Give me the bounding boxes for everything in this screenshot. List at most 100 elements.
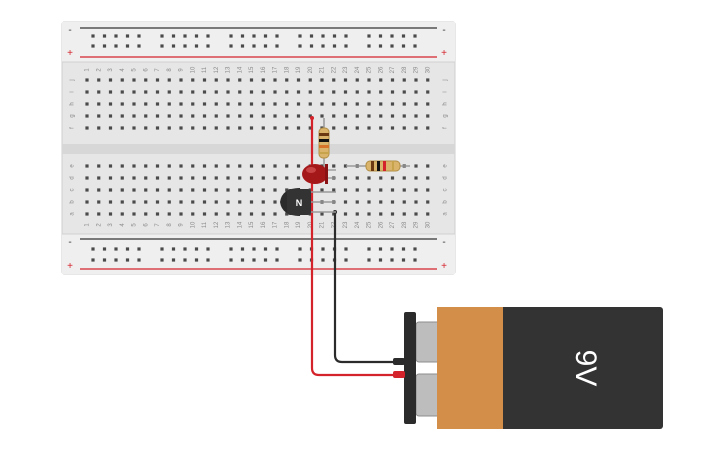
breadboard-hole[interactable] <box>114 44 118 48</box>
breadboard-hole[interactable] <box>226 102 230 106</box>
breadboard-hole[interactable] <box>379 90 383 94</box>
breadboard-hole[interactable] <box>167 200 171 204</box>
breadboard-hole[interactable] <box>238 188 242 192</box>
breadboard-hole[interactable] <box>401 258 406 262</box>
breadboard-hole[interactable] <box>91 44 95 48</box>
breadboard-hole[interactable] <box>263 247 268 251</box>
breadboard-hole[interactable] <box>343 126 348 130</box>
breadboard-hole[interactable] <box>367 90 371 94</box>
breadboard-hole[interactable] <box>214 164 218 168</box>
breadboard-hole[interactable] <box>120 212 124 216</box>
breadboard-hole[interactable] <box>102 44 107 48</box>
breadboard-hole[interactable] <box>226 114 230 118</box>
breadboard-hole[interactable] <box>125 34 130 38</box>
breadboard-hole[interactable] <box>261 126 265 130</box>
breadboard-hole[interactable] <box>414 114 418 118</box>
breadboard-hole[interactable] <box>402 126 406 130</box>
breadboard-hole[interactable] <box>102 34 107 38</box>
breadboard-hole[interactable] <box>249 90 254 94</box>
breadboard-hole[interactable] <box>273 90 277 94</box>
breadboard-hole[interactable] <box>202 164 207 168</box>
breadboard-hole[interactable] <box>171 247 176 251</box>
breadboard-hole[interactable] <box>343 212 348 216</box>
breadboard-hole[interactable] <box>285 164 289 168</box>
breadboard-hole[interactable] <box>179 200 183 204</box>
breadboard-hole[interactable] <box>155 188 160 192</box>
breadboard-hole[interactable] <box>355 90 359 94</box>
breadboard-hole[interactable] <box>214 212 218 216</box>
breadboard-hole[interactable] <box>355 200 359 204</box>
breadboard-hole[interactable] <box>379 102 383 106</box>
breadboard-hole[interactable] <box>332 44 337 48</box>
breadboard-hole[interactable] <box>261 114 265 118</box>
breadboard-hole[interactable] <box>167 176 171 180</box>
positive-wire[interactable] <box>310 118 400 377</box>
breadboard-hole[interactable] <box>238 176 242 180</box>
breadboard-hole[interactable] <box>91 247 95 251</box>
breadboard-hole[interactable] <box>120 176 124 180</box>
breadboard-hole[interactable] <box>320 188 324 192</box>
breadboard-hole[interactable] <box>308 212 312 216</box>
breadboard-hole[interactable] <box>97 90 101 94</box>
breadboard-hole[interactable] <box>413 44 417 48</box>
breadboard-hole[interactable] <box>379 78 383 82</box>
breadboard-hole[interactable] <box>402 188 406 192</box>
breadboard-hole[interactable] <box>171 34 176 38</box>
breadboard-hole[interactable] <box>132 188 136 192</box>
breadboard-hole[interactable] <box>414 78 418 82</box>
breadboard-hole[interactable] <box>390 212 395 216</box>
breadboard-hole[interactable] <box>285 188 289 192</box>
breadboard-hole[interactable] <box>401 247 406 251</box>
breadboard-hole[interactable] <box>414 164 418 168</box>
breadboard-hole[interactable] <box>320 212 324 216</box>
breadboard-hole[interactable] <box>320 90 324 94</box>
breadboard-hole[interactable] <box>390 258 394 262</box>
breadboard-hole[interactable] <box>390 126 395 130</box>
breadboard-hole[interactable] <box>367 114 371 118</box>
breadboard-hole[interactable] <box>226 176 230 180</box>
breadboard-hole[interactable] <box>249 102 254 106</box>
breadboard-hole[interactable] <box>240 44 245 48</box>
breadboard-hole[interactable] <box>332 164 336 168</box>
breadboard-hole[interactable] <box>194 44 199 48</box>
breadboard-hole[interactable] <box>296 102 301 106</box>
breadboard-hole[interactable] <box>285 126 289 130</box>
breadboard-hole[interactable] <box>263 34 268 38</box>
breadboard-hole[interactable] <box>367 44 371 48</box>
breadboard-hole[interactable] <box>308 102 312 106</box>
breadboard-hole[interactable] <box>97 176 101 180</box>
breadboard-hole[interactable] <box>426 126 430 130</box>
breadboard-hole[interactable] <box>426 212 430 216</box>
breadboard-hole[interactable] <box>97 126 101 130</box>
breadboard-hole[interactable] <box>144 200 148 204</box>
breadboard-hole[interactable] <box>390 44 394 48</box>
breadboard-hole[interactable] <box>296 176 301 180</box>
breadboard-hole[interactable] <box>206 44 210 48</box>
breadboard-hole[interactable] <box>249 78 254 82</box>
breadboard-hole[interactable] <box>261 176 265 180</box>
breadboard-hole[interactable] <box>402 78 406 82</box>
breadboard-hole[interactable] <box>97 164 101 168</box>
breadboard-hole[interactable] <box>144 176 148 180</box>
breadboard-hole[interactable] <box>367 212 371 216</box>
breadboard-hole[interactable] <box>85 78 89 82</box>
breadboard-hole[interactable] <box>296 126 301 130</box>
breadboard-hole[interactable] <box>120 164 124 168</box>
breadboard-hole[interactable] <box>273 176 277 180</box>
breadboard-hole[interactable] <box>229 34 233 38</box>
breadboard-hole[interactable] <box>191 78 195 82</box>
breadboard-hole[interactable] <box>120 200 124 204</box>
breadboard-hole[interactable] <box>390 34 394 38</box>
breadboard-hole[interactable] <box>414 102 418 106</box>
breadboard-hole[interactable] <box>355 102 359 106</box>
breadboard-hole[interactable] <box>344 258 348 262</box>
resistor-horizontal[interactable] <box>346 160 410 172</box>
breadboard-hole[interactable] <box>285 90 289 94</box>
breadboard-hole[interactable] <box>273 200 277 204</box>
breadboard-hole[interactable] <box>214 188 218 192</box>
breadboard-hole[interactable] <box>191 90 195 94</box>
breadboard-hole[interactable] <box>402 102 406 106</box>
breadboard-hole[interactable] <box>273 212 277 216</box>
breadboard-hole[interactable] <box>167 188 171 192</box>
breadboard-hole[interactable] <box>343 164 348 168</box>
